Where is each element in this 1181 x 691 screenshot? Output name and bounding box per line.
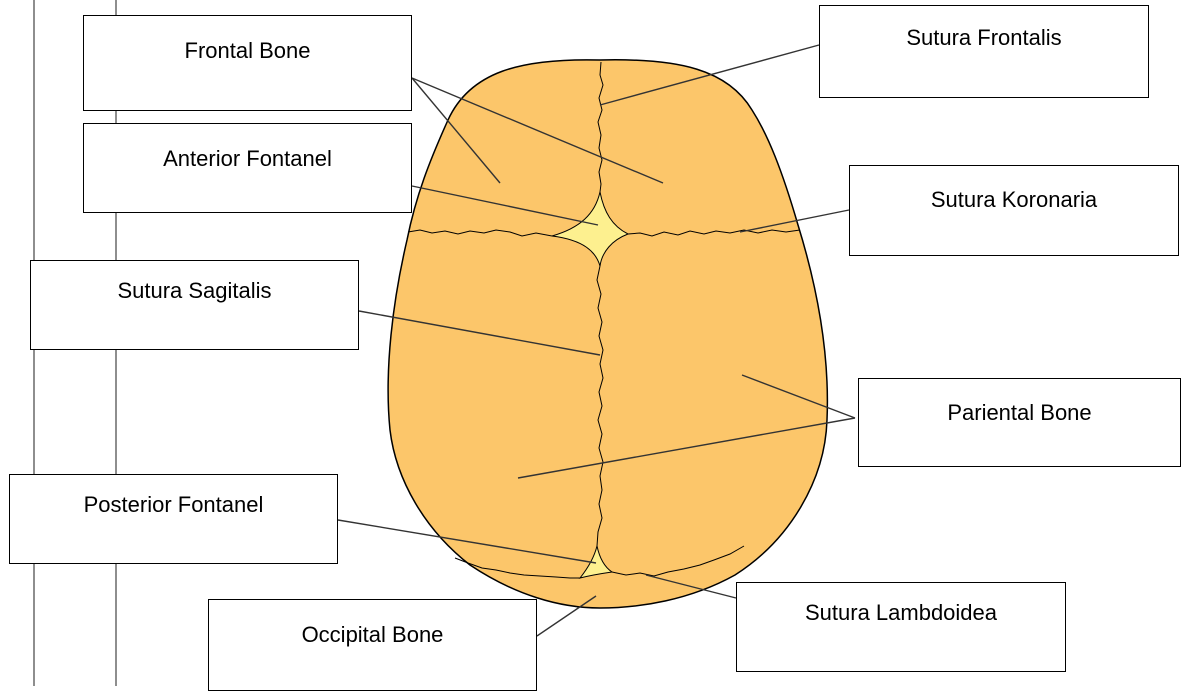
label-anterior-fontanel-text: Anterior Fontanel	[163, 146, 332, 212]
label-frontal-bone-text: Frontal Bone	[185, 38, 311, 110]
label-anterior-fontanel: Anterior Fontanel	[83, 123, 412, 213]
label-frontal-bone: Frontal Bone	[83, 15, 412, 111]
label-sutura-koronaria-text: Sutura Koronaria	[931, 187, 1097, 255]
label-sutura-sagitalis: Sutura Sagitalis	[30, 260, 359, 350]
label-sutura-lambdoidea: Sutura Lambdoidea	[736, 582, 1066, 672]
label-occipital-bone-text: Occipital Bone	[302, 622, 444, 690]
label-sutura-frontalis: Sutura Frontalis	[819, 5, 1149, 98]
label-posterior-fontanel: Posterior Fontanel	[9, 474, 338, 564]
label-sutura-lambdoidea-text: Sutura Lambdoidea	[805, 600, 997, 671]
label-sutura-sagitalis-text: Sutura Sagitalis	[117, 278, 271, 349]
label-pariental-bone-text: Pariental Bone	[947, 400, 1091, 466]
label-sutura-koronaria: Sutura Koronaria	[849, 165, 1179, 256]
label-occipital-bone: Occipital Bone	[208, 599, 537, 691]
label-pariental-bone: Pariental Bone	[858, 378, 1181, 467]
skull-outline	[388, 60, 827, 608]
label-sutura-frontalis-text: Sutura Frontalis	[906, 25, 1061, 97]
label-posterior-fontanel-text: Posterior Fontanel	[84, 492, 264, 563]
